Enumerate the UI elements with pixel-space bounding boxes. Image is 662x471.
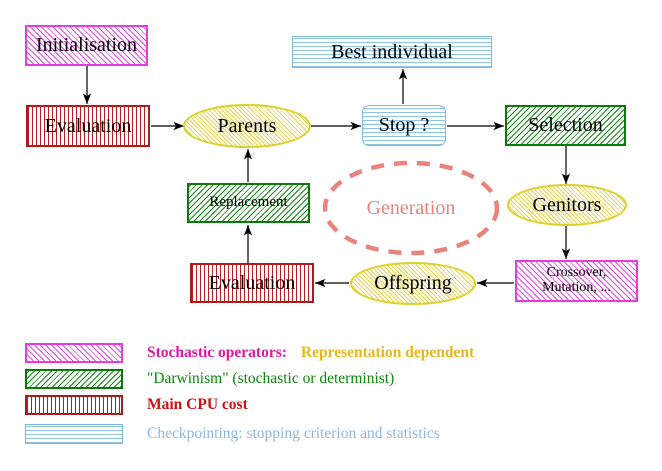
node-offspring[interactable]: Offspring	[350, 262, 476, 305]
node-generation-label-wrap: Generation	[325, 190, 497, 226]
node-crossover-label-line2: Mutation, ...	[542, 280, 611, 295]
node-genitors[interactable]: Genitors	[507, 184, 627, 226]
node-initialisation[interactable]: Initialisation	[25, 25, 148, 66]
legend-label-main-cpu-cost: Main CPU cost	[147, 396, 248, 413]
node-selection-label: Selection	[528, 114, 603, 136]
legend-label-stochastic-operators: Stochastic operators:	[147, 344, 287, 361]
node-evaluation-bottom-label: Evaluation	[208, 271, 296, 294]
legend-label-representation-dependent: Representation dependent	[300, 344, 475, 361]
node-stop[interactable]: Stop ?	[362, 105, 446, 146]
node-best-individual[interactable]: Best individual	[292, 36, 492, 68]
legend-swatch-red	[25, 395, 123, 415]
legend-row-main-cpu-cost: Main CPU cost	[25, 394, 248, 416]
node-evaluation-bottom[interactable]: Evaluation	[190, 263, 314, 303]
node-selection[interactable]: Selection	[505, 105, 626, 146]
legend-row-darwinism: "Darwinism" (stochastic or determinist)	[25, 368, 394, 390]
legend: Stochastic operators: Representation dep…	[0, 336, 662, 471]
node-replacement[interactable]: Replacement	[187, 183, 310, 223]
node-parents-label: Parents	[217, 114, 277, 137]
node-evaluation-top-label: Evaluation	[44, 114, 132, 137]
node-crossover-mutation[interactable]: Crossover, Mutation, ...	[515, 260, 638, 302]
node-generation-label: Generation	[366, 196, 456, 219]
legend-label-checkpointing: Checkpointing: stopping criterion and st…	[147, 425, 440, 442]
node-stop-label: Stop ?	[378, 114, 430, 136]
node-initialisation-label: Initialisation	[35, 34, 138, 56]
legend-label-darwinism: "Darwinism" (stochastic or determinist)	[147, 370, 395, 387]
node-parents[interactable]: Parents	[183, 104, 311, 148]
legend-swatch-green	[25, 369, 123, 389]
generation-dashed-ellipse	[322, 160, 500, 256]
node-replacement-label: Replacement	[209, 194, 288, 211]
node-offspring-label: Offspring	[374, 272, 452, 294]
node-best-individual-label: Best individual	[331, 40, 453, 63]
legend-swatch-blue	[25, 424, 123, 444]
legend-row-stochastic-operators: Stochastic operators: Representation dep…	[25, 342, 474, 364]
legend-swatch-magenta	[25, 343, 123, 363]
node-evaluation-top[interactable]: Evaluation	[26, 105, 150, 147]
node-genitors-label: Genitors	[532, 193, 602, 216]
node-crossover-label-line1: Crossover,	[546, 265, 607, 281]
legend-row-checkpointing: Checkpointing: stopping criterion and st…	[25, 423, 440, 445]
